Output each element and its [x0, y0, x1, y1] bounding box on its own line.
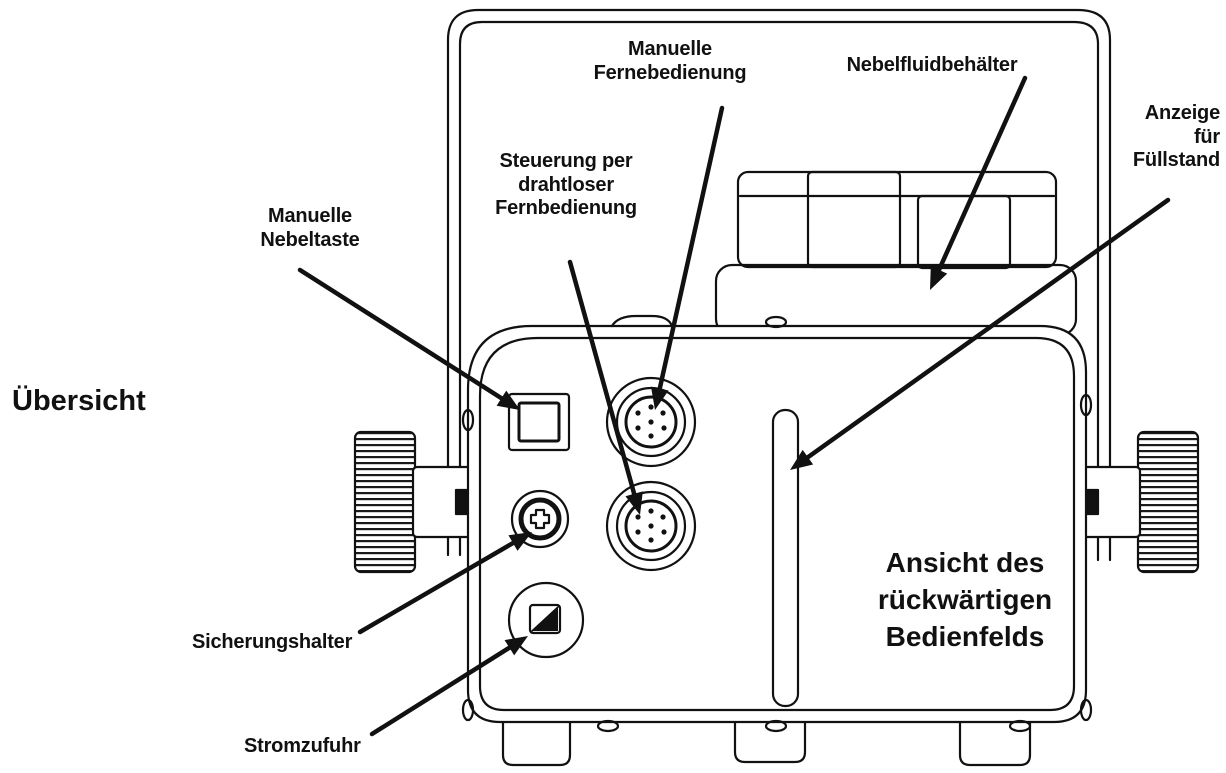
- label-power-supply: Stromzufuhr: [244, 735, 361, 757]
- label-fill-level: Anzeige für Füllstand: [1132, 102, 1220, 172]
- label-manual-remote: Manuelle Fernebedienung: [593, 38, 747, 84]
- arrow-fluid-tank: [930, 75, 1028, 290]
- arrow-power-supply: [369, 636, 528, 737]
- left-knob: [353, 430, 417, 574]
- manual-fog-button: [507, 392, 571, 452]
- section-heading: Übersicht: [12, 385, 146, 417]
- fill-level-window: [771, 408, 800, 708]
- arrow-wireless-remote: [567, 259, 643, 515]
- right-knob: [1136, 430, 1200, 574]
- foot-right: [958, 716, 1032, 767]
- arrow-fuse-holder: [357, 532, 532, 635]
- handle-bracket: [446, 8, 1112, 562]
- manual-remote-connector: [605, 376, 697, 468]
- arrow-fog-button: [297, 267, 520, 410]
- label-fuse-holder: Sicherungshalter: [192, 631, 353, 653]
- arrow-fill-level: [790, 197, 1171, 470]
- foot-center: [733, 716, 807, 764]
- fuse-holder: [510, 489, 570, 549]
- wireless-remote-connector: [605, 480, 697, 572]
- fluid-tank-cap: [736, 170, 1058, 269]
- label-wireless-remote: Steuerung per drahtloser Fernbedienung: [495, 150, 637, 220]
- label-fluid-tank: Nebelfluidbehälter: [846, 54, 1018, 76]
- foot-left: [501, 716, 572, 767]
- rear-panel-housing: [466, 324, 1088, 724]
- label-manual-fog-button: Manuelle Nebeltaste: [260, 205, 360, 251]
- handle-bracket-inner: [458, 20, 1100, 562]
- fluid-tank-body: [714, 263, 1078, 337]
- arrow-manual-remote: [650, 105, 725, 410]
- panel-caption: Ansicht des rückwärtigen Bedienfelds: [877, 547, 1053, 652]
- power-inlet: [507, 581, 585, 659]
